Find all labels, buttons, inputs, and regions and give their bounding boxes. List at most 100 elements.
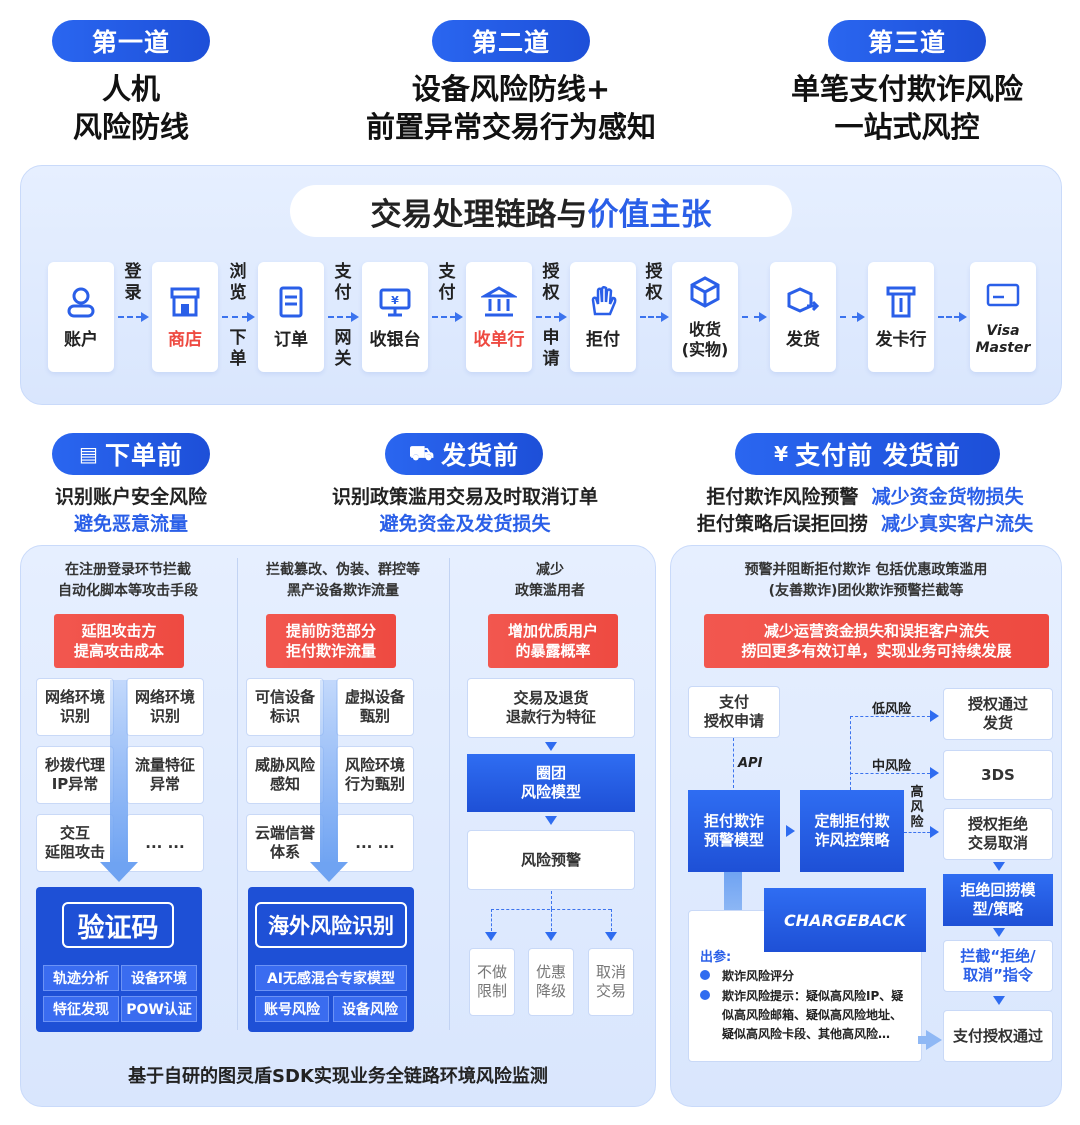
col2-chip: 账号风险 <box>255 996 329 1022</box>
reject-recall-model: 拒绝回捞模 型/策略 <box>943 874 1053 926</box>
bank-icon <box>479 284 519 324</box>
chain-node-label: 订单 <box>274 330 308 350</box>
down-arrow-head <box>100 862 138 882</box>
user-icon <box>63 284 99 324</box>
arrow-down <box>545 742 557 751</box>
chargeback-banner: CHARGEBACK <box>764 888 926 952</box>
arrow-down <box>545 816 557 825</box>
tag-before-ship: ⛟发货前 <box>385 433 543 475</box>
bullet-icon <box>700 970 710 980</box>
high-risk-label: 高 风 险 <box>910 785 924 830</box>
auth-pass-ship: 授权通过 发货 <box>943 688 1053 740</box>
connector <box>850 716 930 717</box>
chain-node: ¥收银台 <box>362 262 428 372</box>
truck-icon: ⛟ <box>408 440 436 465</box>
credit-card-icon <box>984 277 1022 317</box>
chain-step-label: 授权 <box>542 262 560 303</box>
chain-node-label: Visa Master <box>975 323 1031 356</box>
payment-auth-pass: 支付授权通过 <box>943 1010 1053 1062</box>
chain-arrow <box>328 312 359 322</box>
chain-title: 交易处理链路与价值主张 <box>290 185 792 237</box>
payment-icon: ¥ <box>774 442 790 466</box>
before-ship-desc: 识别政策滥用交易及时取消订单避免资金及发货损失 <box>331 486 598 535</box>
before-order-desc: 识别账户安全风险避免恶意流量 <box>54 486 207 535</box>
connector <box>904 832 930 833</box>
low-risk-label: 低风险 <box>872 702 912 717</box>
col2-chip: 设备风险 <box>333 996 407 1022</box>
risk-warning: 风险预警 <box>467 830 635 890</box>
connector <box>551 909 552 931</box>
outcome-no-limit: 不做 限制 <box>469 948 515 1016</box>
before-pay-desc: 拒付欺诈风险预警 减少资金货物损失 拒付策略后误拒回捞 减少真实客户流失 <box>696 486 1034 535</box>
payment-auth-request: 支付 授权申请 <box>688 686 780 738</box>
delivery-icon <box>785 284 821 324</box>
col3-red: 增加优质用户 的暴露概率 <box>488 614 618 668</box>
chain-node: 订单 <box>258 262 324 372</box>
right-red: 减少运营资金损失和误拒客户流失 捞回更多有效订单，实现业务可持续发展 <box>704 614 1049 668</box>
chain-node: 发货 <box>770 262 836 372</box>
bullet-icon <box>700 990 710 1000</box>
third-line-title: 单笔支付欺诈风险一站式风控 <box>790 72 1023 144</box>
chain-node: 发卡行 <box>868 262 934 372</box>
clipboard-icon: ▤ <box>79 442 99 466</box>
chain-node: 收单行 <box>466 262 532 372</box>
down-arrow <box>724 872 742 914</box>
intercept-command: 拦截“拒绝/ 取消”指令 <box>943 940 1053 992</box>
down-arrow-head <box>310 862 348 882</box>
feature-box: ... ... <box>126 814 204 872</box>
tag-before-pay: ¥支付前 发货前 <box>735 433 1000 475</box>
col1-chip: 轨迹分析 <box>43 965 119 991</box>
chain-step-label: 授权 <box>645 262 663 303</box>
feature-box: 虚拟设备 甄别 <box>336 678 414 736</box>
output-title: 出参: <box>700 950 732 965</box>
chain-step-label: 申请 <box>542 328 560 369</box>
captcha-title: 验证码 <box>62 902 174 948</box>
connector <box>491 909 492 931</box>
arrow-down <box>993 862 1005 871</box>
arrow-down <box>993 996 1005 1005</box>
feature-box: 风险环境 行为甄别 <box>336 746 414 804</box>
gang-risk-model: 圈团 风险模型 <box>467 754 635 812</box>
chain-node-label: 收单行 <box>473 330 525 350</box>
col2-head: 拦截篡改、伪装、群控等 黑产设备欺诈流量 <box>266 562 420 599</box>
col3-behavior: 交易及退货 退款行为特征 <box>467 678 635 738</box>
chain-arrow <box>536 312 567 322</box>
card-issuer-icon <box>883 284 919 324</box>
col1-chip: 特征发现 <box>43 996 119 1022</box>
chain-arrow <box>118 312 149 322</box>
chain-node-label: 发卡行 <box>875 330 927 350</box>
connector <box>850 716 851 790</box>
chain-arrow <box>938 312 967 322</box>
chain-step-label: 浏览 <box>229 262 247 303</box>
arrow-right <box>930 826 939 838</box>
output-item-2: 欺诈风险提示：疑似高风险IP、疑 似高风险邮箱、疑似高风险地址、 疑似高风险卡段… <box>722 989 904 1041</box>
api-label: API <box>738 756 763 771</box>
col1-chip: POW认证 <box>121 996 197 1022</box>
chain-node-label: 收货 (实物) <box>681 320 729 359</box>
output-item-1: 欺诈风险评分 <box>722 969 795 983</box>
chain-step-label: 登录 <box>124 262 142 303</box>
chain-step-label: 网关 <box>334 328 352 369</box>
svg-text:¥: ¥ <box>391 294 399 307</box>
chain-node: 商店 <box>152 262 218 372</box>
connector <box>551 891 552 909</box>
arrow-down <box>485 932 497 941</box>
overseas-risk-title: 海外风险识别 <box>255 902 407 948</box>
left-footer: 基于自研的图灵盾SDK实现业务全链路环境风险监测 <box>128 1066 548 1087</box>
tag-first-line: 第一道 <box>52 20 210 62</box>
first-line-title: 人机风险防线 <box>72 72 189 144</box>
chargeback-model: 拒付欺诈 预警模型 <box>688 790 780 872</box>
outcome-cancel: 取消 交易 <box>588 948 634 1016</box>
mid-risk-label: 中风险 <box>872 759 912 774</box>
chain-arrow <box>742 312 767 322</box>
order-icon <box>273 284 309 324</box>
arrow-right <box>926 1030 942 1050</box>
chain-arrow <box>640 312 669 322</box>
chain-node-label: 商店 <box>168 330 202 350</box>
feature-box: 流量特征 异常 <box>126 746 204 804</box>
chain-node: 收货 (实物) <box>672 262 738 372</box>
package-icon <box>687 274 723 314</box>
feature-box: 网络环境 识别 <box>126 678 204 736</box>
right-head: 预警并阻断拒付欺诈 包括优惠政策滥用 (友善欺诈)团伙欺诈预警拦截等 <box>744 562 988 599</box>
col2-red: 提前防范部分 拒付欺诈流量 <box>266 614 396 668</box>
